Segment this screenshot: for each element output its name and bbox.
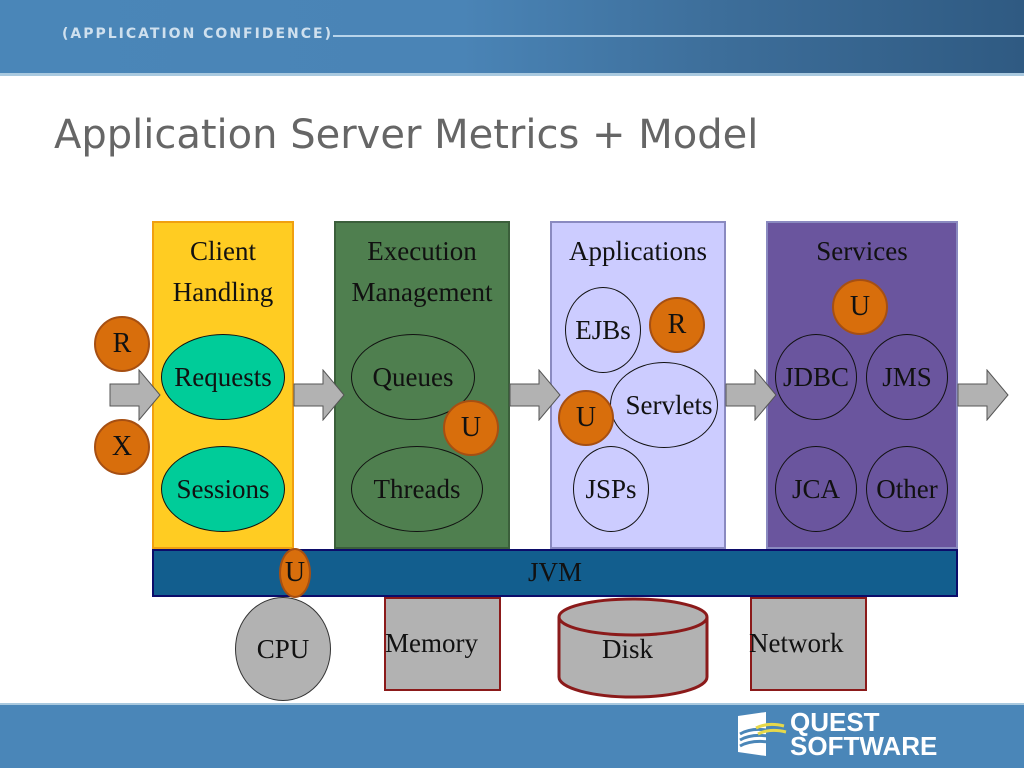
badge-exec-u: U — [443, 400, 499, 456]
ellipse-label: Threads — [373, 473, 461, 504]
ellipse-label: JSPs — [585, 473, 637, 504]
ellipse-other: Other — [866, 446, 948, 532]
resource-disk-icon — [557, 597, 709, 699]
ellipse-jsps: JSPs — [573, 446, 649, 532]
ellipse-label: Other — [876, 473, 938, 504]
column-label: Applications — [548, 231, 728, 272]
resource-label: Memory — [385, 628, 478, 658]
ellipse-threads: Threads — [351, 446, 483, 532]
resource-label: Disk — [602, 634, 654, 664]
slide-title: Application Server Metrics + Model — [54, 112, 759, 158]
jvm-label: JVM — [527, 557, 582, 587]
flow-arrow-icon — [109, 369, 161, 421]
ellipse-jca: JCA — [775, 446, 857, 532]
ellipse-jms: JMS — [866, 334, 948, 420]
badge-apps-u: U — [558, 390, 614, 446]
flow-arrow-icon — [725, 369, 777, 421]
jvm-bar: JVM — [152, 549, 958, 597]
badge-services-u: U — [832, 279, 888, 335]
header-divider — [0, 73, 1024, 76]
ellipse-label: EJBs — [575, 314, 631, 345]
flow-arrow-icon — [509, 369, 561, 421]
quest-software-logo: QUEST SOFTWARE — [790, 707, 938, 761]
ellipse-label: Sessions — [176, 473, 270, 504]
resource-cpu: CPU — [235, 597, 331, 701]
label-line: Services — [816, 236, 908, 266]
tagline: (APPLICATION CONFIDENCE) — [62, 26, 333, 42]
header-banner — [0, 0, 1024, 75]
ellipse-ejbs: EJBs — [565, 287, 641, 373]
column-label: Execution Management — [330, 231, 514, 313]
label-line: Management — [351, 277, 493, 307]
label-line: Execution — [367, 236, 477, 266]
badge-client-x: X — [94, 419, 150, 475]
column-label: Client Handling — [154, 231, 292, 313]
label-line: Client — [190, 236, 256, 266]
ellipse-label: Requests — [174, 361, 272, 392]
badge-jvm-u: U — [279, 548, 311, 598]
ellipse-label: Queues — [372, 361, 454, 392]
quest-logo-icon — [738, 712, 787, 756]
tagline-rule — [333, 35, 1024, 37]
ellipse-jdbc: JDBC — [775, 334, 857, 420]
resource-network — [750, 597, 867, 691]
ellipse-servlets: Servlets — [610, 362, 718, 448]
label-line: Applications — [569, 236, 707, 266]
ellipse-label: Servlets — [625, 389, 713, 420]
ellipse-label: JDBC — [782, 361, 850, 392]
logo-line: SOFTWARE — [790, 731, 938, 761]
flow-arrow-icon — [293, 369, 345, 421]
logo-line: QUEST — [790, 707, 880, 737]
footer-banner — [0, 703, 1024, 768]
label-line: Handling — [172, 277, 274, 307]
resource-label: CPU — [256, 633, 310, 664]
ellipse-queues: Queues — [351, 334, 475, 420]
flow-arrow-icon — [957, 369, 1009, 421]
badge-apps-r: R — [649, 297, 705, 353]
ellipse-label: JMS — [882, 361, 932, 392]
resource-memory — [384, 597, 501, 691]
badge-client-r: R — [94, 316, 150, 372]
ellipse-sessions: Sessions — [161, 446, 285, 532]
resource-label: Network — [749, 628, 844, 658]
ellipse-requests: Requests — [161, 334, 285, 420]
column-label: Services — [768, 231, 956, 272]
ellipse-label: JCA — [791, 473, 840, 504]
